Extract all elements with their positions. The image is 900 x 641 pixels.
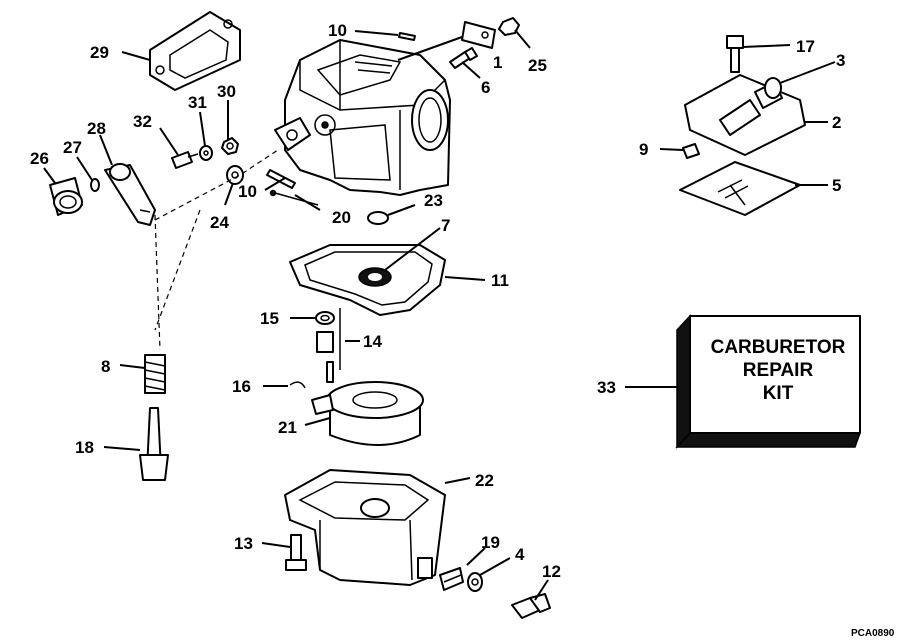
kit-label-line-1: CARBURETOR — [711, 337, 846, 358]
callout-10-upper: 10 — [328, 21, 347, 40]
callout-10-lower: 10 — [238, 182, 257, 201]
part-2-cover — [684, 74, 806, 156]
callout-17: 17 — [796, 37, 815, 56]
part-26-knob — [49, 177, 83, 216]
part-19-jet — [439, 567, 464, 591]
part-22-float-bowl — [284, 469, 446, 586]
plate-code: PCA0890 — [851, 628, 895, 639]
repair-kit-box — [689, 315, 861, 434]
callout-11: 11 — [491, 271, 509, 290]
callout-19: 19 — [481, 533, 500, 552]
callout-27: 27 — [63, 138, 82, 157]
callout-5: 5 — [832, 176, 841, 195]
part-33-repair-kit: CARBURETOR REPAIR KIT — [675, 314, 862, 449]
callout-6: 6 — [481, 78, 490, 97]
part-17-screw — [726, 35, 744, 73]
callout-4: 4 — [515, 545, 525, 564]
part-29-gasket — [149, 11, 241, 91]
callout-28: 28 — [87, 119, 106, 138]
callout-26: 26 — [30, 149, 49, 168]
callout-30: 30 — [217, 82, 236, 101]
leader-lines — [43, 29, 836, 601]
callout-numbers: 10 1 25 6 29 30 31 32 28 27 26 10 24 20 … — [30, 21, 845, 581]
callout-18: 18 — [75, 438, 94, 457]
callout-1: 1 — [493, 53, 502, 72]
part-14-valve — [316, 308, 341, 383]
part-18-needle — [139, 407, 169, 481]
part-7-seal — [358, 267, 392, 287]
part-6-screw — [449, 47, 478, 69]
kit-label-line-3: KIT — [763, 383, 794, 404]
part-32-screw — [171, 151, 199, 169]
part-15-washer — [315, 311, 335, 325]
part-10-pin-upper — [398, 32, 416, 41]
callout-22: 22 — [475, 471, 494, 490]
kit-label-line-2: REPAIR — [743, 360, 814, 381]
assembly-line — [154, 214, 161, 351]
callout-33: 33 — [597, 378, 616, 397]
callout-13: 13 — [234, 534, 253, 553]
callout-21: 21 — [278, 418, 297, 437]
throttle-lever — [274, 117, 311, 151]
part-1-bracket — [461, 21, 496, 49]
part-16-clip — [289, 381, 306, 389]
part-5-diaphragm — [679, 161, 801, 216]
part-3-fitting — [764, 77, 782, 99]
callout-3: 3 — [836, 51, 845, 70]
callout-31: 31 — [188, 93, 207, 112]
part-8-spring — [144, 354, 166, 394]
part-20-pin — [269, 189, 319, 206]
callout-32: 32 — [133, 112, 152, 131]
part-30-nut — [221, 137, 239, 155]
callout-24: 24 — [210, 213, 229, 232]
part-21-float — [311, 381, 424, 446]
assembly-line — [154, 209, 201, 331]
callout-7: 7 — [441, 216, 450, 235]
part-28-lever — [104, 163, 156, 226]
callout-12: 12 — [542, 562, 561, 581]
part-4-washer — [467, 572, 483, 592]
callout-23: 23 — [424, 191, 443, 210]
callout-20: 20 — [332, 208, 351, 227]
callout-29: 29 — [90, 43, 109, 62]
part-23-plug — [367, 211, 389, 225]
callout-9: 9 — [639, 140, 648, 159]
part-9-screw — [682, 143, 700, 159]
callout-14: 14 — [363, 332, 382, 351]
part-31-washer — [199, 145, 213, 161]
part-25-screw — [498, 17, 520, 36]
callout-16: 16 — [232, 377, 251, 396]
callout-15: 15 — [260, 309, 279, 328]
part-13-screw — [285, 534, 307, 571]
callout-8: 8 — [101, 357, 110, 376]
callout-2: 2 — [832, 113, 841, 132]
carburetor-body — [284, 39, 451, 196]
part-27-ring — [90, 178, 100, 192]
callout-25: 25 — [528, 56, 547, 75]
assembly-line — [154, 149, 279, 221]
part-12-plug — [511, 593, 551, 619]
part-10-pin-lower — [266, 169, 296, 189]
